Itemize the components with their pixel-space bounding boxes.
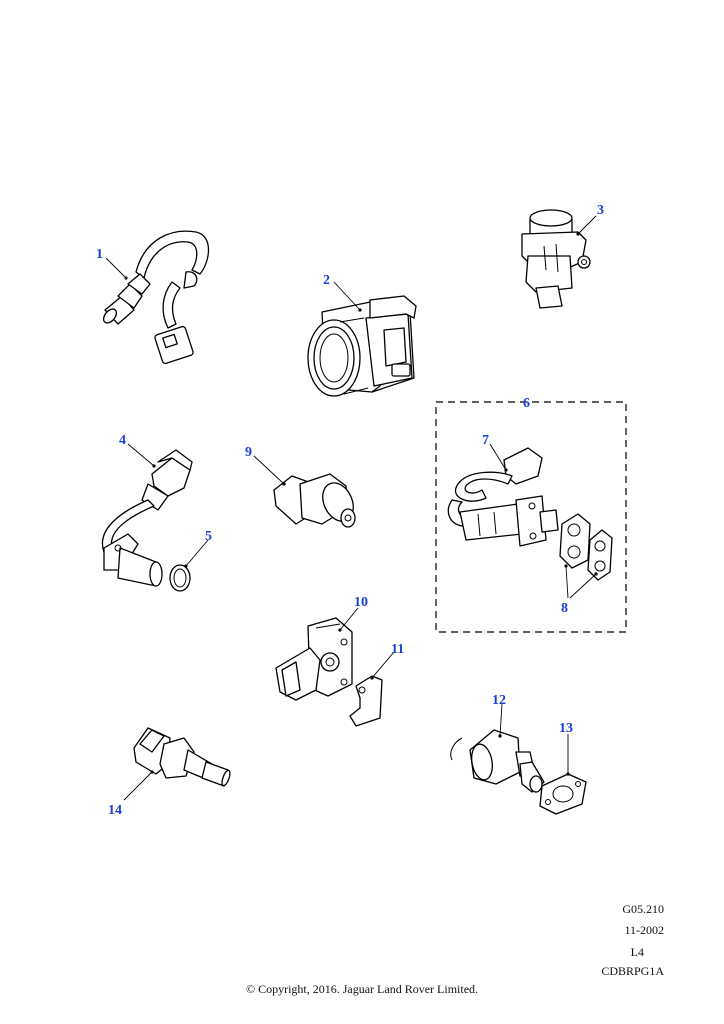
part-1-sensor-harness[interactable] <box>101 230 210 365</box>
part-3-actuator[interactable] <box>521 209 591 309</box>
callout-13: 13 <box>559 721 573 736</box>
callout-7: 7 <box>482 433 489 448</box>
copyright: © Copyright, 2016. Jaguar Land Rover Lim… <box>245 982 479 996</box>
part-11-bracket[interactable] <box>349 675 383 727</box>
part-6-kit-boundary <box>435 401 627 633</box>
callout-1: 1 <box>96 247 103 262</box>
callout-2: 2 <box>323 273 330 288</box>
callout-3: 3 <box>597 203 604 218</box>
part-7-idle-valve[interactable] <box>447 447 559 547</box>
part-4-position-sensor[interactable] <box>101 449 193 587</box>
part-8-gaskets[interactable] <box>559 513 613 581</box>
part-13-gasket[interactable] <box>539 773 587 815</box>
callout-4: 4 <box>119 433 126 448</box>
callout-9: 9 <box>245 445 252 460</box>
callout-6: 6 <box>523 396 530 411</box>
callout-14: 14 <box>108 803 122 818</box>
callout-12: 12 <box>492 693 506 708</box>
callout-5: 5 <box>205 529 212 544</box>
ref-date: 11-2002 <box>624 923 664 937</box>
part-14-temperature-sender[interactable] <box>133 727 232 787</box>
ref-level: L4 <box>630 945 644 959</box>
part-9-pressure-switch[interactable] <box>273 473 359 528</box>
callout-10: 10 <box>354 595 368 610</box>
part-12-air-valve[interactable] <box>450 729 545 793</box>
ref-code: G05.210 <box>622 902 664 916</box>
callout-8: 8 <box>561 601 568 616</box>
ref-catalog: CDBRPG1A <box>601 964 664 978</box>
part-5-o-ring[interactable] <box>169 564 191 592</box>
part-10-throttle-position-sensor[interactable] <box>275 617 353 701</box>
part-2-throttle-body[interactable] <box>307 295 417 397</box>
callout-11: 11 <box>391 642 404 657</box>
